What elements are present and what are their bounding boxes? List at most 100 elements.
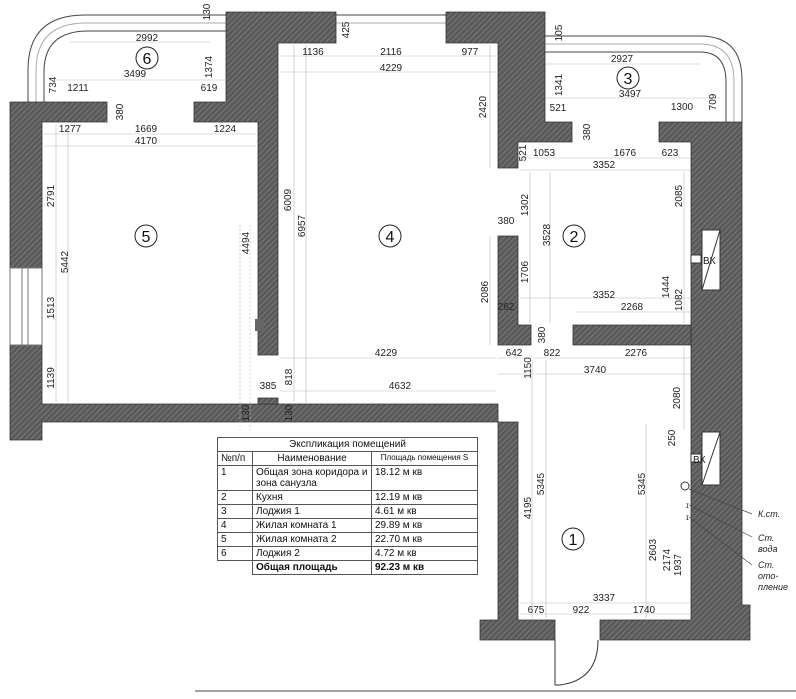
table-title: Экспликация помещений	[217, 437, 478, 452]
dimension-label: 623	[662, 148, 679, 159]
dimension-label: 1277	[59, 124, 82, 135]
header-number: №п/п	[217, 451, 253, 466]
dimension-label: 380	[498, 216, 515, 227]
dimension-label: 4195	[523, 496, 534, 519]
dimension-label: 1937	[673, 553, 684, 576]
dimension-label: 2085	[674, 184, 685, 207]
room-number-2: 2	[562, 224, 586, 248]
water-riser-label: Ст.	[758, 533, 774, 543]
dimension-label: 2603	[648, 538, 659, 561]
row-number: 3	[217, 504, 253, 519]
row-area: 4.72 м кв	[371, 546, 478, 561]
dimension-label: 2791	[46, 184, 57, 207]
dimension-label: 3352	[593, 290, 616, 301]
dimension-label: 2276	[625, 348, 648, 359]
dimension-label: 734	[48, 76, 59, 93]
dimension-label: 6009	[283, 188, 294, 211]
heating-riser-icon: ɪ	[686, 513, 689, 522]
vent-label-kitchen: ВК	[703, 256, 716, 267]
dimension-label: 1053	[533, 148, 556, 159]
header-name: Наименование	[252, 451, 372, 466]
sewer-riser-label: К.ст.	[758, 509, 780, 519]
total-row: Общая площадь 92.23 м кв	[217, 560, 478, 575]
dimension-label: 5345	[637, 472, 648, 495]
dimension-label: 1374	[204, 55, 215, 78]
room-number-3: 3	[616, 66, 640, 90]
row-name: Кухня	[252, 490, 372, 505]
loggia-3-railing	[545, 35, 743, 122]
utility-labels: К.ст. Ст. вода Ст. ото- пление ВК ВК	[693, 256, 788, 592]
row-area: 22.70 м кв	[371, 532, 478, 547]
dimension-label: 4170	[135, 136, 158, 147]
room-schedule-table: Экспликация помещений №п/п Наименование …	[217, 437, 478, 575]
dimension-label: 3352	[593, 160, 616, 171]
row-area: 18.12 м кв	[371, 465, 478, 491]
row-area: 4.61 м кв	[371, 504, 478, 519]
heating-riser-label: Ст.	[758, 560, 774, 570]
vent-shaft-bath	[690, 431, 721, 486]
row-number: 6	[217, 546, 253, 561]
svg-text:1: 1	[569, 532, 578, 549]
row-number: 2	[217, 490, 253, 505]
row-name: Общая зона коридора и зона санузла	[252, 465, 372, 491]
dimension-label: 2116	[380, 47, 402, 58]
room-number-4: 4	[378, 224, 402, 248]
dimension-label: 4632	[389, 381, 412, 392]
dimension-lines	[44, 41, 720, 618]
dimension-label: 2086	[480, 280, 491, 303]
total-value: 92.23 м кв	[371, 560, 478, 575]
entrance-door[interactable]	[554, 639, 599, 686]
valve-icon	[255, 319, 264, 331]
dimension-label: 822	[544, 348, 561, 359]
wall-kitchen-bottom	[572, 324, 692, 346]
sewer-riser-icon	[680, 481, 690, 491]
leader-lines	[688, 488, 753, 566]
heating-riser-label-2: ото-	[758, 571, 778, 581]
wall-top-right-block	[445, 11, 573, 169]
heating-riser-label-3: пление	[758, 582, 788, 592]
dimension-label: 3497	[619, 89, 642, 100]
dimension-label: 818	[284, 368, 295, 385]
svg-text:4: 4	[386, 229, 395, 246]
dimension-label: 521	[550, 103, 567, 114]
dimension-label: 1740	[633, 605, 656, 616]
dimension-label: 1302	[520, 193, 531, 216]
dimension-label: 2268	[621, 302, 644, 313]
dimension-label: 262	[498, 302, 515, 313]
dimension-label: 1139	[46, 367, 57, 389]
dimension-label: 2080	[672, 386, 683, 409]
room-number-1: 1	[561, 527, 585, 551]
dimension-label: 6957	[297, 214, 308, 237]
dimension-label: 1341	[554, 73, 565, 96]
wall-notch	[257, 397, 279, 405]
dimension-label: 130	[284, 404, 295, 421]
dimension-label: 521	[518, 144, 529, 161]
dimension-label: 922	[573, 605, 590, 616]
row-name: Лоджия 1	[252, 504, 372, 519]
room-number-5: 5	[134, 224, 158, 248]
window-left	[9, 267, 43, 346]
dimension-label: 642	[506, 348, 523, 359]
dimension-label: 5442	[60, 250, 71, 273]
dimension-label: 2420	[478, 95, 489, 118]
total-label: Общая площадь	[252, 560, 372, 575]
dimension-label: 675	[528, 605, 545, 616]
svg-text:6: 6	[143, 51, 152, 68]
dimension-label: 3528	[542, 223, 553, 246]
dimension-label: 5345	[536, 472, 547, 495]
dimension-label: 3740	[584, 365, 607, 376]
dimension-label: 2992	[136, 33, 159, 44]
dimension-label: 2927	[611, 54, 634, 65]
header-area: Площадь помещения S	[371, 451, 478, 466]
dimension-label: 1211	[67, 83, 89, 94]
dimension-label: 619	[201, 83, 218, 94]
row-number: 4	[217, 518, 253, 533]
